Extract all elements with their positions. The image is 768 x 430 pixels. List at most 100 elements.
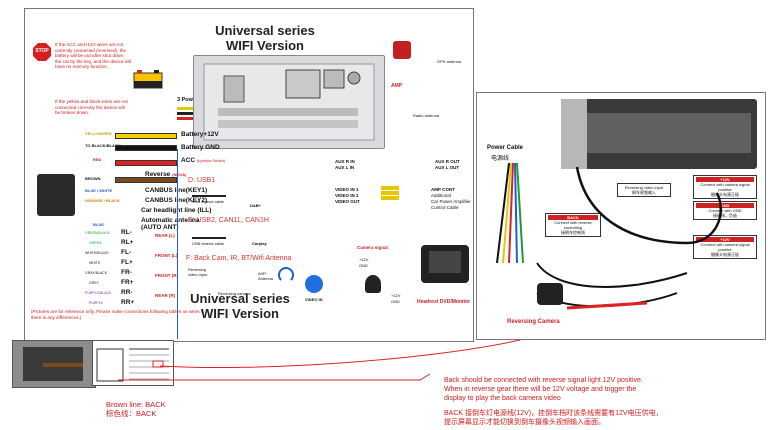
reverse-note: (NEGA): [172, 172, 187, 177]
usb-section: D: USB1 USB extend cable DAB+ E: USB2, C…: [177, 149, 298, 339]
video-out: VIDEO OUT: [335, 199, 360, 204]
fl-plus: FL+: [121, 259, 133, 266]
rr-minus: RR-: [121, 289, 133, 296]
wire-yellow: [115, 133, 177, 139]
back-connection-note: Back should be connected with reverse si…: [444, 376, 764, 427]
tag-12v-top: +12V Connect with camera signal positive…: [693, 175, 757, 199]
power-cable-en: Power Cable: [487, 145, 524, 151]
usb-cable-1-label: USB extend cable: [192, 199, 225, 204]
tag-12v-top-text: Connect with camera signal positive: [700, 182, 750, 192]
bottom-title-line-2: WIFI Version: [200, 306, 279, 321]
amp-line-3: Control Cable: [431, 205, 459, 210]
video-in-2: VIDEO IN 2: [335, 193, 359, 198]
pinout-table: [92, 340, 174, 386]
tag-12v-top-cn: 摄像头电源正极: [711, 192, 739, 197]
bottom-title: Universal series WIFI Version: [175, 291, 305, 321]
stop-text: STOP: [35, 48, 49, 54]
fr-minus: FR-: [121, 269, 132, 276]
front-r-side: (R): [171, 273, 179, 278]
note-en-2: When in reverse gear there will be 12V v…: [444, 386, 637, 393]
rl-minus: RL-: [121, 229, 132, 236]
amp-line-2: Car Power Amplifier: [431, 199, 471, 204]
tag-gnd-header: GND: [696, 203, 754, 208]
right-photo-panel: Power Cable 电源线 Reversing video input 倒车…: [476, 92, 766, 340]
camera-icon: [365, 275, 381, 293]
pb-warning-text: If the yellow and black wires are not co…: [55, 99, 128, 116]
wire-yellow-red-label: YELLOW/RED: [85, 131, 112, 136]
dab-label: DAB+: [250, 203, 262, 208]
aux-l-in: AUX L IN: [335, 165, 355, 170]
aux-l-out: AUX L OUT: [435, 165, 460, 170]
antenna-text-2: (AUTO ANT): [141, 224, 179, 231]
usb1-label: D: USB1: [188, 177, 216, 184]
battery-gnd-label: Battery GND: [181, 144, 220, 151]
left-wiring-panel: Universal series WIFI Version STOP If th…: [24, 8, 474, 342]
title-line-2: WIFI Version: [225, 38, 304, 53]
wire-purple-label: PURPLE: [89, 301, 104, 305]
acc-label: ACC (Ignition Switch): [181, 157, 225, 164]
headrest-monitor-icon: [421, 245, 469, 283]
harness-connector-icon: [37, 174, 75, 216]
antenna-label: Automatic antenna (AUTO ANT): [141, 217, 200, 231]
reversing-input-label: Reversing video input: [188, 267, 208, 277]
brown-line-en: Brown line: BACK: [106, 400, 166, 409]
gps-antenna-icon: [393, 41, 411, 59]
tag-back-header: BACK: [548, 215, 598, 220]
wifi-icon: [278, 267, 294, 283]
video-in-label: VIDEO IN: [305, 297, 323, 302]
rca-plugs-icon: [381, 185, 399, 205]
reversing-camera-photo: [537, 283, 563, 305]
headrest-label: Headrest DVD/Monitor: [417, 299, 471, 305]
reversing-camera-label: Reversing camera: [218, 291, 251, 296]
battery-label: Battery+12V: [181, 131, 219, 138]
headlight-label: Car headlight line (ILL): [141, 207, 211, 214]
brown-line-note: Brown line: BACK 棕色线：BACK: [106, 400, 166, 418]
power-cable-cn: 电源线: [491, 156, 510, 162]
plus12v-a: +12V: [359, 257, 369, 262]
amp-cont-label: AMP CONT: [431, 187, 455, 192]
stop-sign-icon: STOP: [33, 43, 51, 61]
tag-gnd-cn: 接地线，负极: [713, 213, 737, 218]
gnd-a: GND: [359, 263, 368, 268]
acc-note: (Ignition Switch): [196, 158, 226, 163]
wire-blue-label: BLUE: [93, 222, 104, 227]
gps-label: GPS antenna: [437, 59, 462, 64]
reversing-camera-label-right: Reversing Camera: [507, 319, 560, 325]
amp-label: AMP: [391, 83, 403, 89]
wire-gray-black-label: GRAY/BLACK: [85, 271, 108, 275]
wire-orange-black-label: ORANGE / BLACK: [85, 198, 120, 203]
tag-12v-bottom-header: +12V: [696, 237, 754, 242]
usb2-label: E: USB2, CAN1L, CAN1H: [188, 217, 269, 224]
tag-gnd: GND Connect with GND 接地线，负极: [693, 201, 757, 220]
front-l-side: (L): [171, 253, 178, 258]
video-in-1: VIDEO IN 1: [335, 187, 359, 192]
note-cn-1: BACK 接倒车灯电源线(12V)，挂倒车档时该条线需要有12V电压供电，: [444, 410, 663, 417]
tag-reversing-video-cn: 倒车视频输入: [632, 190, 656, 195]
acc-text: ACC: [181, 157, 196, 164]
disclaimer-text: (Pictures are for reference only. Please…: [31, 309, 204, 320]
rear-r-side: (R): [169, 293, 176, 298]
rear-r-text: REAR: [155, 293, 168, 298]
battery-icon: [133, 69, 163, 89]
radio-antenna-label: Radio antenna: [413, 113, 440, 118]
tag-12v-bottom-text: Connect with camera signal positive: [700, 242, 750, 252]
head-unit-rear: [193, 55, 385, 149]
diagram-title: Universal series WIFI Version: [195, 23, 335, 53]
fr-plus: FR+: [121, 279, 134, 286]
radio-unit-photo: [561, 99, 757, 169]
bottom-title-line-1: Universal series: [190, 291, 290, 306]
title-line-1: Universal series: [215, 23, 315, 38]
headlight-note: (ILL): [197, 207, 212, 214]
wire-blue-white-label: BLUE / WHITE: [85, 188, 113, 193]
wire-gray-label: GREY: [89, 281, 99, 285]
rear-r-name: REAR (R): [155, 293, 175, 298]
front-r-text: FRONT: [155, 273, 171, 278]
tag-back-cn: 接倒车控制线: [561, 230, 585, 235]
plus12v-b: +12V: [391, 293, 401, 298]
wire-brown: [115, 177, 177, 183]
wire-purple-black-label: PURPLE/BLACK: [85, 291, 112, 295]
antenna-text: Automatic antenna: [141, 217, 200, 224]
carplay-label: Carplay: [252, 241, 267, 246]
tag-12v-top-header: +12V: [696, 177, 754, 182]
usb-cable-2-label: USB extend cable: [192, 241, 225, 246]
